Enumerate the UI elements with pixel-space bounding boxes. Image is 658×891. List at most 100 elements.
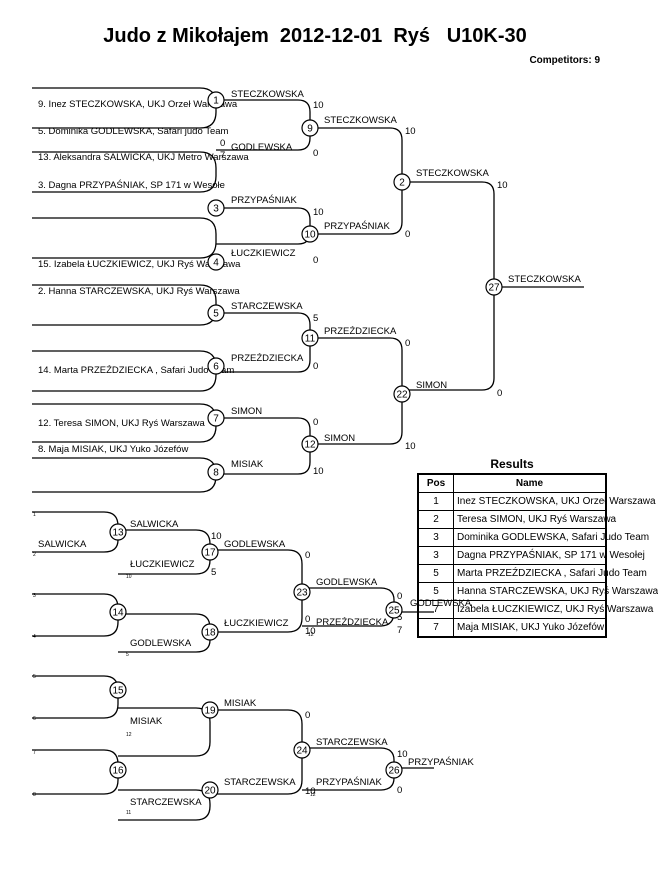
bracket-sheet: Judo z Mikołajem 2012-12-01 Ryś U10K-30 … bbox=[32, 25, 658, 821]
match-node: 16 bbox=[109, 761, 127, 779]
score-label: 10 bbox=[497, 180, 508, 191]
match-node-circle bbox=[207, 357, 225, 375]
competitor-name-label: PRZYPAŚNIAK bbox=[324, 220, 390, 232]
score-label: 10 bbox=[305, 786, 316, 797]
results-pos: 5 bbox=[417, 564, 454, 583]
score-label: 0 bbox=[305, 710, 310, 721]
match-number: 23 bbox=[296, 588, 308, 599]
match-number: 25 bbox=[388, 606, 400, 617]
seed-mark: 8 bbox=[33, 792, 36, 798]
score-label: 0 bbox=[313, 255, 318, 266]
results-name: Dominika GODLEWSKA, Safari Judo Team bbox=[453, 528, 649, 547]
match-number: 14 bbox=[112, 608, 124, 619]
entrant-label: 13. Aleksandra SALWICKA, UKJ Metro Warsz… bbox=[38, 152, 249, 163]
seed-mark: 7 bbox=[33, 750, 36, 756]
match-number: 15 bbox=[112, 686, 124, 697]
match-node: 5 bbox=[207, 304, 225, 322]
score-label: 10 bbox=[313, 466, 324, 477]
score-label: 0 bbox=[305, 550, 310, 561]
match-node: 23 bbox=[293, 583, 311, 601]
match-node-circle bbox=[301, 225, 319, 243]
match-node: 15 bbox=[109, 681, 127, 699]
match-node-circle bbox=[207, 409, 225, 427]
match-node: 24 bbox=[293, 741, 311, 759]
competitor-name-label: STECZKOWSKA bbox=[416, 168, 490, 179]
results-pos: 2 bbox=[417, 510, 454, 529]
competitor-name-label: MISIAK bbox=[231, 459, 264, 470]
score-label: 0 bbox=[397, 785, 402, 796]
competitor-name-label: SALWICKA bbox=[130, 519, 179, 530]
match-node: 4 bbox=[207, 253, 225, 271]
score-label: 10 bbox=[405, 126, 416, 137]
match-number: 9 bbox=[307, 124, 313, 135]
score-label: 10 bbox=[211, 531, 222, 542]
match-node: 19 bbox=[201, 701, 219, 719]
match-node: 25 bbox=[385, 601, 403, 619]
competitor-name-label: STECZKOWSKA bbox=[324, 115, 398, 126]
competitor-name-label: PRZEŹDZIECKA bbox=[231, 353, 304, 364]
competitor-name-label: MISIAK bbox=[130, 716, 163, 727]
match-node: 9 bbox=[301, 119, 319, 137]
match-node-circle bbox=[301, 119, 319, 137]
competitor-name-label: ŁUCZKIEWICZ bbox=[224, 618, 289, 629]
score-label: 0 bbox=[220, 138, 225, 149]
score-label: 10 bbox=[313, 100, 324, 111]
match-node: 18 bbox=[201, 623, 219, 641]
match-node-circle bbox=[109, 761, 127, 779]
results-pos-header: Pos bbox=[417, 473, 454, 493]
seed-mark: 11 bbox=[126, 810, 131, 816]
results-name: Maja MISIAK, UKJ Yuko Józefów bbox=[453, 618, 607, 638]
score-label: 0 bbox=[313, 417, 318, 428]
seed-mark: 10 bbox=[126, 574, 132, 580]
results-pos: 1 bbox=[417, 492, 454, 511]
competitor-name-label: SALWICKA bbox=[38, 539, 87, 550]
score-label: 0 bbox=[313, 148, 318, 159]
match-node: 2 bbox=[393, 173, 411, 191]
competitor-name-label: SIMON bbox=[416, 380, 447, 391]
seed-mark: 6 bbox=[33, 716, 36, 722]
match-node-circle bbox=[485, 278, 503, 296]
match-number: 22 bbox=[396, 390, 408, 401]
score-label: 5 bbox=[313, 313, 318, 324]
match-node-circle bbox=[301, 435, 319, 453]
match-number: 17 bbox=[204, 548, 216, 559]
match-node: 20 bbox=[201, 781, 219, 799]
competitor-name-label: STECZKOWSKA bbox=[508, 274, 582, 285]
match-node: 11 bbox=[301, 329, 319, 347]
score-label: 7 bbox=[220, 150, 225, 161]
match-number: 6 bbox=[213, 362, 219, 373]
match-number: 4 bbox=[213, 258, 219, 269]
entrant-label: 9. Inez STECZKOWSKA, UKJ Orzeł Warszawa bbox=[38, 99, 238, 110]
competitor-name-label: PRZYPAŚNIAK bbox=[316, 776, 382, 788]
match-node: 1 bbox=[207, 91, 225, 109]
seed-mark: 12 bbox=[310, 792, 316, 798]
results-pos: 3 bbox=[417, 528, 454, 547]
match-number: 2 bbox=[399, 178, 405, 189]
match-number: 18 bbox=[204, 628, 216, 639]
score-label: 7 bbox=[397, 625, 402, 636]
competitor-name-label: STARCZEWSKA bbox=[231, 301, 303, 312]
results-pos: 7 bbox=[417, 600, 454, 619]
seed-mark: 1 bbox=[33, 512, 36, 518]
competitor-name-label: STARCZEWSKA bbox=[316, 737, 388, 748]
seed-mark: 12 bbox=[308, 632, 314, 638]
match-node: 8 bbox=[207, 463, 225, 481]
results-title: Results bbox=[490, 457, 534, 471]
match-node-circle bbox=[385, 761, 403, 779]
results-name: Hanna STARCZEWSKA, UKJ Ryś Warszawa bbox=[453, 582, 658, 601]
match-nodes: 1234567891011121314151617181920222324252… bbox=[109, 91, 503, 799]
match-node-circle bbox=[301, 329, 319, 347]
match-number: 19 bbox=[204, 706, 216, 717]
seed-mark: 12 bbox=[126, 732, 132, 738]
match-number: 16 bbox=[112, 766, 124, 777]
entrant-labels: 9. Inez STECZKOWSKA, UKJ Orzeł Warszawa 5… bbox=[38, 99, 249, 455]
